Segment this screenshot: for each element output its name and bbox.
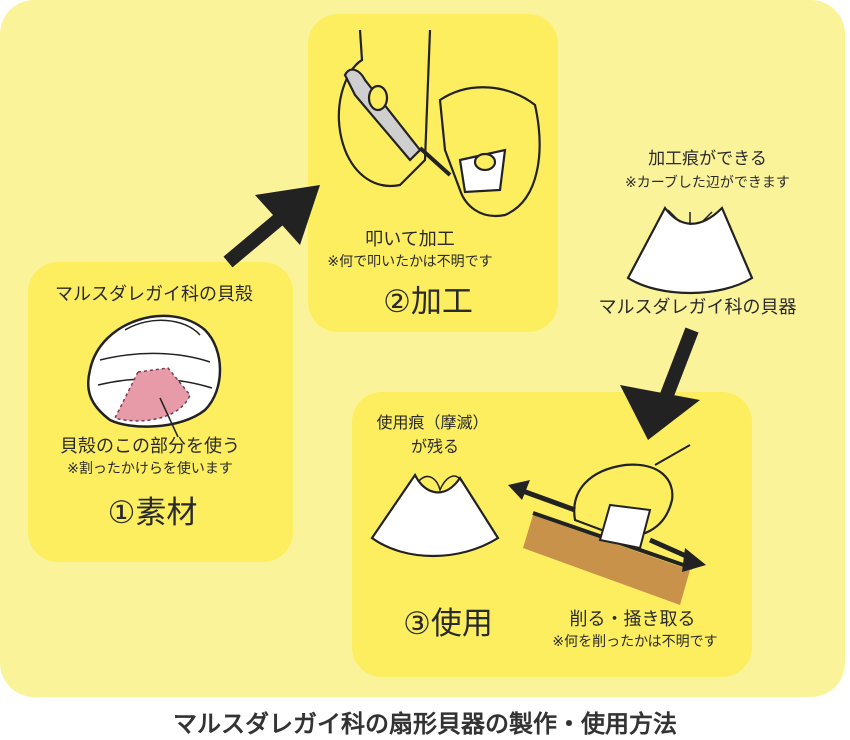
shell-illustration bbox=[86, 314, 222, 438]
figure-title: マルスダレガイ科の扇形貝器の製作・使用方法 bbox=[173, 710, 677, 738]
part-note: ※割ったかけらを使います bbox=[67, 461, 233, 477]
hands-illustration bbox=[337, 29, 541, 218]
wear-caption-line2: が残る bbox=[410, 437, 459, 456]
part-caption: 貝殻のこの部分を使う bbox=[60, 436, 240, 457]
shell-used-part bbox=[113, 367, 191, 422]
step3-action-note: ※何を削ったかは不明です bbox=[552, 634, 718, 650]
step3-action-caption: 削る・掻き取る bbox=[569, 609, 696, 630]
step2-label: ②加工 bbox=[383, 284, 473, 320]
processing-mark-note: ※カーブした辺ができます bbox=[625, 175, 790, 191]
step1-label: ①素材 bbox=[107, 495, 198, 531]
wear-caption-line1: 使用痕（摩滅） bbox=[376, 413, 489, 432]
tool-caption: マルスダレガイ科の貝器 bbox=[598, 297, 797, 318]
arrow-step2-to-step3 bbox=[620, 327, 700, 440]
step2-action-note: ※何で叩いたかは不明です bbox=[327, 254, 493, 270]
board bbox=[523, 515, 690, 605]
step2-action-caption: 叩いて加工 bbox=[365, 229, 455, 250]
fan-shaped-tool-used bbox=[370, 472, 500, 558]
arrow-step1-to-step2 bbox=[223, 185, 320, 268]
fan-shaped-tool-processed bbox=[626, 205, 754, 295]
material-caption: マルスダレガイ科の貝殻 bbox=[55, 284, 253, 305]
processing-mark-caption: 加工痕ができる bbox=[648, 149, 767, 169]
scraping-illustration bbox=[508, 444, 706, 605]
step3-label: ③使用 bbox=[403, 606, 493, 642]
